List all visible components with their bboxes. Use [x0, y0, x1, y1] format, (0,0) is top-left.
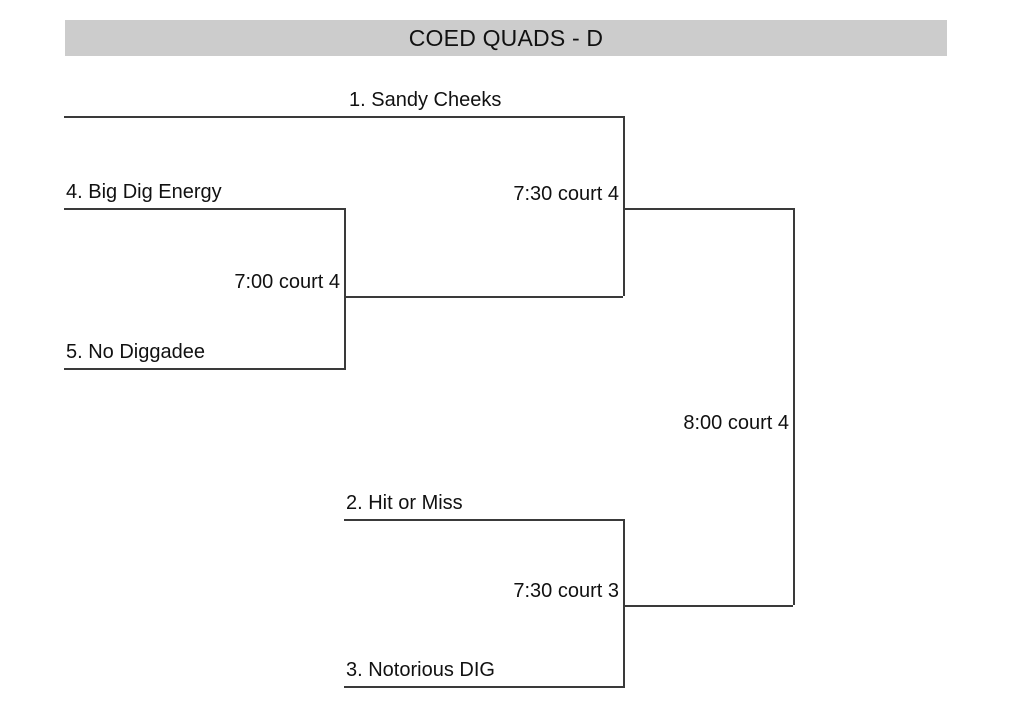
team-label-big-dig-energy: 4. Big Dig Energy	[66, 181, 222, 203]
team-slot-notorious-dig[interactable]: 3. Notorious DIG	[344, 654, 623, 688]
team-label-sandy-cheeks: 1. Sandy Cheeks	[349, 89, 502, 111]
connector-semifinal-upper-vertical	[623, 116, 625, 296]
connector-round1-vertical	[344, 208, 346, 370]
team-slot-big-dig-energy[interactable]: 4. Big Dig Energy	[64, 176, 344, 210]
match-label-round1: 7:00 court 4	[234, 271, 340, 293]
team-slot-sandy-cheeks[interactable]: 1. Sandy Cheeks	[64, 84, 623, 118]
team-label-hit-or-miss: 2. Hit or Miss	[346, 492, 463, 514]
team-label-notorious-dig: 3. Notorious DIG	[346, 659, 495, 681]
connector-semifinal-upper-winner-feed	[623, 208, 793, 210]
connector-round1-winner-feed	[344, 296, 623, 298]
page-title: COED QUADS - D	[408, 24, 604, 51]
match-label-final: 8:00 court 4	[683, 412, 789, 434]
connector-semifinal-lower-vertical	[623, 519, 625, 688]
team-slot-hit-or-miss[interactable]: 2. Hit or Miss	[344, 487, 623, 521]
match-label-semifinal-upper: 7:30 court 4	[513, 183, 619, 205]
team-slot-no-diggadee[interactable]: 5. No Diggadee	[64, 336, 344, 370]
match-label-semifinal-lower: 7:30 court 3	[513, 580, 619, 602]
team-label-no-diggadee: 5. No Diggadee	[66, 341, 205, 363]
title-banner: COED QUADS - D	[65, 20, 947, 56]
connector-semifinal-lower-winner-feed	[623, 605, 793, 607]
connector-final-vertical	[793, 208, 795, 605]
